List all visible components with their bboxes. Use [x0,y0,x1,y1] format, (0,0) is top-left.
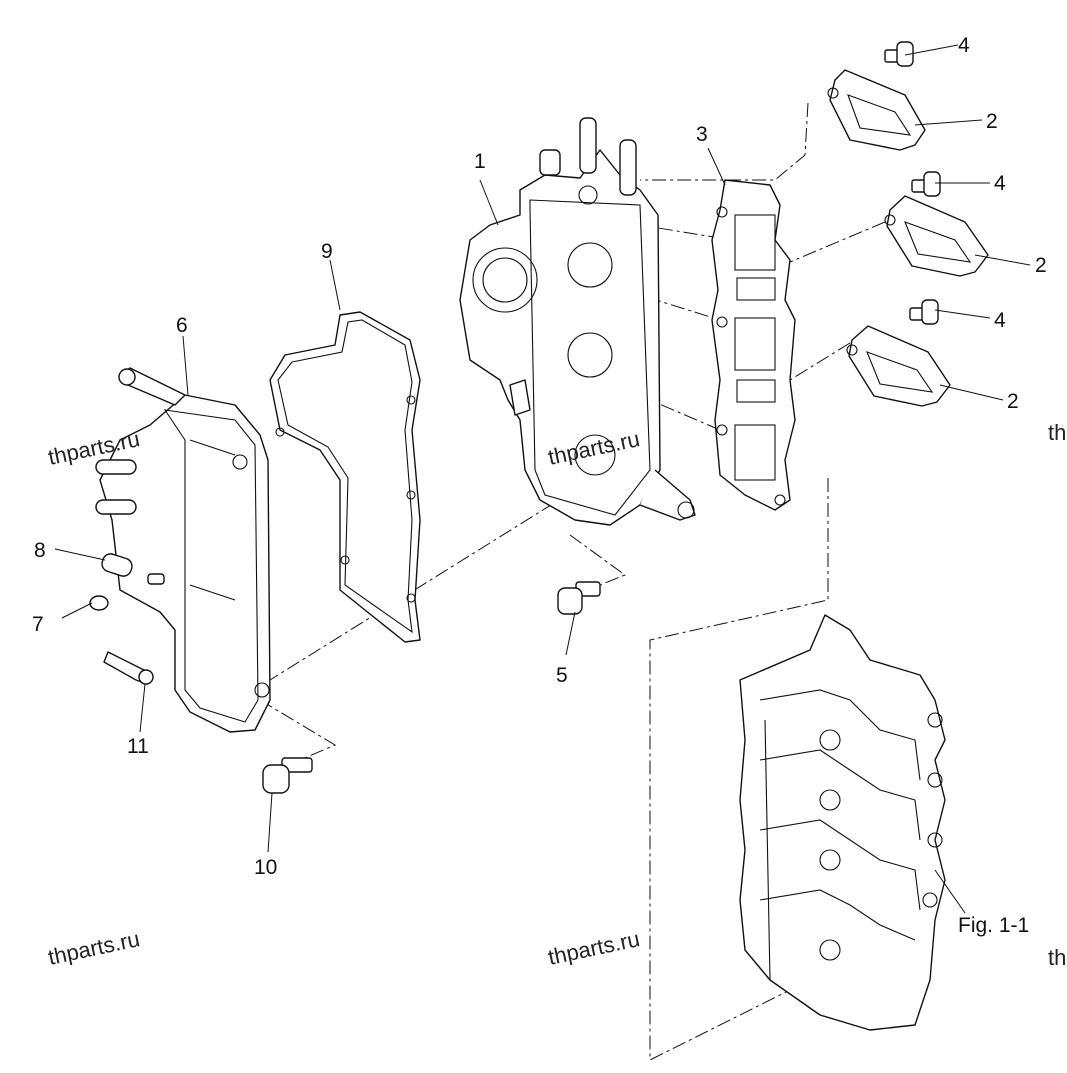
watermark-3: thparts.ru [46,926,142,970]
screw-lower [909,299,939,325]
watermark-edge-1: th [1048,420,1066,445]
screw-middle [911,171,941,197]
callout-labels: 1 2 2 2 3 4 4 4 5 6 7 8 9 10 11 Fig. 1-1 [32,34,1047,937]
cylinder-head [459,117,696,526]
callout-5: 5 [556,664,568,687]
leader-lines [54,44,1031,914]
callout-4-lower: 4 [994,309,1006,332]
watermark-4: thparts.ru [546,926,642,970]
crankcase-reference [739,614,946,1031]
callout-4-upper: 4 [958,34,970,57]
head-cover-gasket [269,311,421,643]
callout-6: 6 [176,314,188,337]
callout-11: 11 [127,735,149,758]
callout-2-upper: 2 [986,110,998,133]
callout-2-middle: 2 [1035,254,1047,277]
callout-4-middle: 4 [994,172,1006,195]
callout-1: 1 [474,150,486,173]
fitting-part-8 [101,553,165,585]
reed-gasket [711,179,796,511]
reed-valve-upper [827,69,926,151]
callout-7: 7 [32,613,44,636]
callout-8: 8 [34,539,46,562]
callout-2-lower: 2 [1007,390,1019,413]
callout-3: 3 [696,123,708,146]
reed-valve-lower [846,325,951,407]
callout-10: 10 [254,856,277,879]
screw-upper [884,41,914,67]
bolt-part-5 [557,581,601,615]
cylinder-head-cover [95,367,271,733]
bolt-part-10 [262,757,313,794]
fitting-part-11 [103,651,154,685]
callout-9: 9 [321,240,333,263]
watermark-edge-2: th [1048,945,1066,970]
reed-valve-middle [884,195,989,277]
washer-part-7 [89,595,109,611]
figure-reference-label: Fig. 1-1 [958,914,1029,937]
